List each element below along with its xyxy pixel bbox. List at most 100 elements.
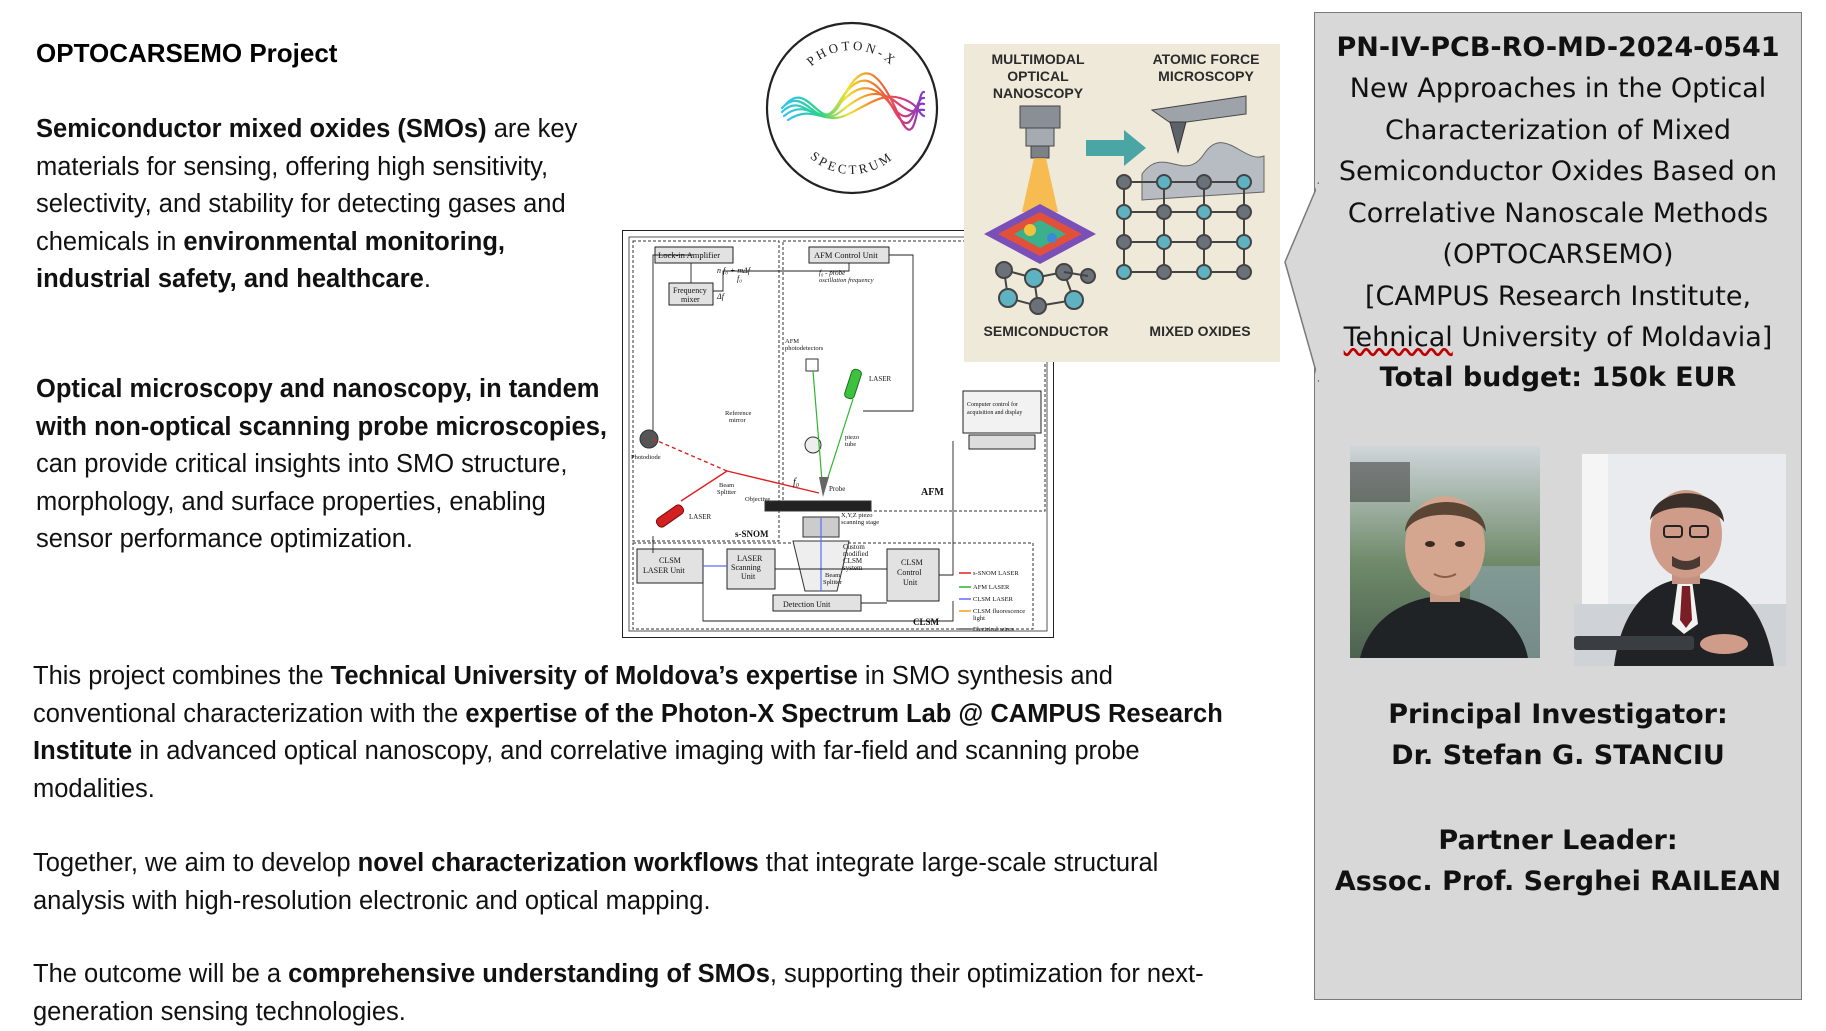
f0-probe-label-2: oscillation frequency — [819, 277, 874, 284]
computer-label-1: Computer control for — [967, 401, 1018, 408]
setup-schematic: Lock-in Amplifier n f₀ + mΔf f₀ Frequenc… — [628, 236, 1048, 633]
title-line: Correlative Nanoscale Methods — [1347, 197, 1769, 229]
laser-scan-label-3: Unit — [741, 572, 756, 581]
title-line: Tehnical University of Moldavia] — [1314, 317, 1802, 359]
photo-partner-leader — [1574, 454, 1786, 666]
custom-label-1: Custom — [843, 543, 865, 551]
delta-f-label: Δf — [716, 292, 726, 301]
clsm-laser-label-2: LASER Unit — [643, 566, 685, 575]
illus-heading-5: MICROSCOPY — [1158, 68, 1254, 84]
piezo-label-2: tube — [845, 441, 856, 448]
text: University of Moldavia] — [1452, 322, 1773, 353]
bold-text: novel characterization workflows — [357, 849, 759, 877]
f0-tip-label: f₀ — [793, 477, 800, 488]
clsm-laser-unit-box — [636, 548, 704, 584]
callout-pointer — [1284, 182, 1319, 382]
legend-label: AFM LASER — [973, 584, 1010, 591]
snom-region-label: s-SNOM — [735, 529, 769, 539]
clsm-control-unit-box — [886, 548, 940, 602]
objective-icon — [1019, 105, 1061, 212]
setup-legend: s-SNOM LASER AFM LASER CLSM LASER CLSM f… — [959, 570, 1025, 633]
principal-investigator-name: Dr. Stefan G. STANCIU — [1391, 740, 1725, 771]
clsm-ctrl-label-1: CLSM — [901, 558, 923, 567]
legend-label: light — [973, 615, 985, 622]
afm-photo-label-2: photodetectors — [785, 345, 824, 352]
laser-scan-label-2: Scanning — [731, 563, 761, 572]
project-full-title: New Approaches in the Optical Characteri… — [1314, 68, 1802, 359]
legend-label: CLSM LASER — [973, 596, 1014, 603]
beam-splitter-label-2: Splitter — [717, 489, 737, 496]
f0-label: f₀ — [737, 274, 742, 283]
laser-scan-label-1: LASER — [737, 554, 763, 563]
paragraph-microscopy: Optical microscopy and nanoscopy, in tan… — [36, 371, 616, 559]
illus-heading-1: MULTIMODAL — [991, 51, 1084, 67]
ref-mirror-label-1: Reference — [725, 410, 751, 417]
legend-label: Electrical wires — [973, 626, 1014, 633]
n-f0-label: n f₀ + mΔf — [717, 266, 752, 275]
arrow-right-icon — [1086, 130, 1146, 166]
text: can provide critical insights into SMO s… — [36, 450, 568, 553]
text: in advanced optical nanoscopy, and corre… — [33, 737, 1140, 803]
freq-mixer-label-1: Frequency — [673, 286, 707, 295]
beam-splitter-label-1: Beam — [719, 482, 734, 489]
clsm-laser-label-1: CLSM — [659, 556, 681, 565]
mixed-oxides-lattice-icon — [1116, 174, 1252, 280]
illus-heading-4: ATOMIC FORCE — [1153, 51, 1260, 67]
bold-text: comprehensive understanding of SMOs — [288, 960, 770, 988]
text: Together, we aim to develop — [33, 849, 358, 877]
clsm-region-label: CLSM — [913, 617, 940, 627]
illus-bottom-label-2: MIXED OXIDES — [1149, 323, 1250, 339]
detection-label: Detection Unit — [783, 600, 831, 609]
title-line: (OPTOCARSEMO) — [1442, 239, 1674, 270]
freq-mixer-label-2: mixer — [681, 295, 700, 304]
partner-leader-name: Assoc. Prof. Serghei RAILEAN — [1334, 866, 1782, 897]
partner-leader-label: Partner Leader: — [1438, 825, 1678, 856]
text: . — [423, 265, 431, 293]
f0-probe-label-1: f₀ - probe — [819, 269, 845, 277]
text: that integrate large-scale structural an… — [33, 849, 1159, 915]
beam2-label-2: Splitter — [823, 579, 843, 586]
semiconductor-structure-icon — [995, 261, 1096, 315]
piezo-label-1: piezo — [845, 434, 859, 441]
clsm-ctrl-label-3: Unit — [903, 578, 918, 587]
illus-heading-3: NANOSCOPY — [993, 85, 1084, 101]
afm-unit-label: AFM Control Unit — [814, 250, 878, 260]
legend-label: CLSM fluorescence — [973, 608, 1025, 615]
photon-x-spectrum-logo: PHOTON-X SPECTRUM — [765, 21, 939, 195]
xyz-label-1: X,Y,Z piezo — [841, 512, 872, 519]
title-line: [CAMPUS Research Institute, — [1364, 280, 1752, 312]
beam2-label-1: Beam — [825, 572, 840, 579]
xyz-label-2: scanning stage — [841, 519, 879, 526]
photo-principal-investigator — [1350, 446, 1540, 658]
laser-red-label: LASER — [689, 513, 712, 521]
sample-map-icon — [984, 204, 1096, 264]
text: are key materials for sensing, offering … — [36, 115, 578, 256]
text: This project combines the — [33, 662, 331, 690]
bold-text: Semiconductor mixed oxides (SMOs) — [36, 115, 487, 143]
text: in SMO synthesis and conventional charac… — [33, 662, 1113, 728]
photodiode-label: Photodiode — [631, 454, 661, 461]
objective-label: Objective — [745, 496, 770, 503]
total-budget: Total budget: 150k EUR — [1379, 362, 1737, 393]
computer-label-2: acquisition and display — [967, 410, 1022, 416]
afm-region-label: AFM — [921, 487, 944, 498]
misspelled-word: Tehnical — [1343, 322, 1453, 353]
paragraph-outcome: The outcome will be a comprehensive unde… — [33, 956, 1233, 1031]
paragraph-collaboration: This project combines the Technical Univ… — [33, 658, 1233, 808]
clsm-ctrl-label-2: Control — [897, 568, 922, 577]
nanoscopy-illustration: MULTIMODAL OPTICAL NANOSCOPY ATOMIC FORC… — [964, 44, 1280, 362]
bold-text: expertise of the Photon-X Spectrum Lab @… — [33, 699, 1223, 766]
bold-text: Optical microscopy and nanoscopy, in tan… — [36, 375, 607, 441]
bold-text: environmental monitoring, industrial saf… — [36, 227, 505, 294]
lockin-label: Lock-in Amplifier — [658, 250, 720, 260]
project-code: PN-IV-PCB-RO-MD-2024-0541 — [1336, 32, 1780, 63]
title-line: New Approaches in the Optical — [1349, 73, 1767, 104]
title-line: Semiconductor Oxides Based on — [1338, 156, 1778, 187]
afm-photo-label-1: AFM — [785, 338, 799, 345]
computer-icon — [962, 390, 1042, 434]
laser-scanning-unit-box — [726, 548, 776, 590]
logo-wave-icon — [780, 72, 926, 131]
title-line: Characterization of Mixed — [1384, 114, 1732, 146]
project-title: OPTOCARSEMO Project — [36, 38, 338, 68]
bold-text: Technical University of Moldova’s expert… — [330, 662, 858, 690]
